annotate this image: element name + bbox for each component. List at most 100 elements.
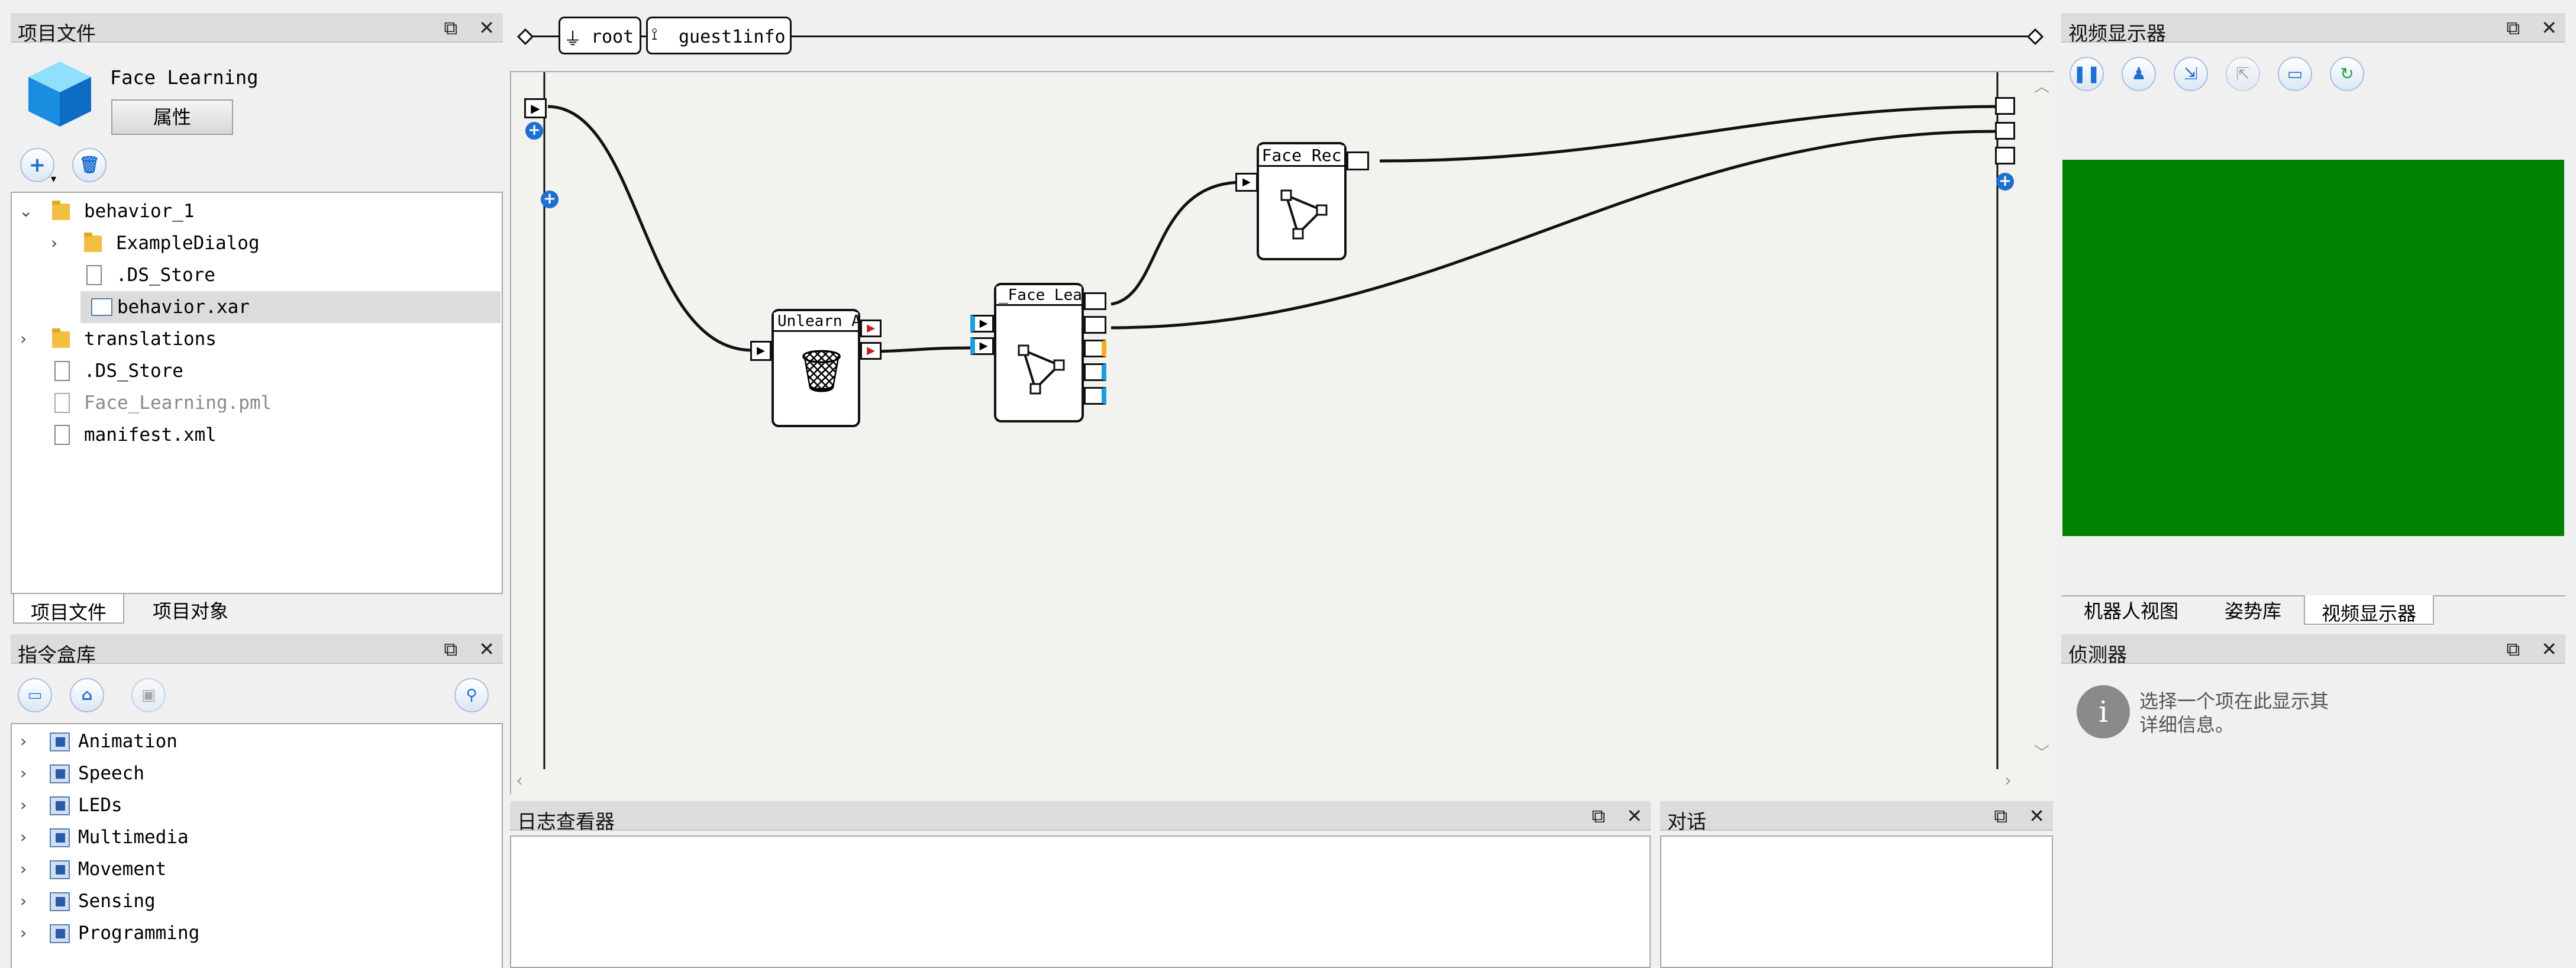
- canvas-output-port[interactable]: [1995, 147, 2015, 164]
- chevron-right-icon[interactable]: ›: [20, 731, 27, 751]
- pause-button[interactable]: ❚❚: [2070, 57, 2104, 91]
- library-item[interactable]: › Programming: [12, 917, 502, 949]
- add-input-icon[interactable]: +: [525, 122, 543, 140]
- box-output-port[interactable]: [1084, 292, 1106, 310]
- tab-project-files[interactable]: 项目文件: [13, 594, 125, 624]
- canvas-output-port[interactable]: [1995, 122, 2015, 140]
- chevron-right-icon[interactable]: ›: [20, 763, 27, 783]
- box-output-port[interactable]: ▶: [860, 342, 882, 360]
- chevron-right-icon[interactable]: ›: [20, 891, 27, 911]
- import-button[interactable]: ⇲: [2174, 57, 2208, 91]
- tab-pose-library[interactable]: 姿势库: [2225, 600, 2282, 622]
- new-library-button[interactable]: ▭: [18, 678, 52, 712]
- box-input-port[interactable]: ▶: [1235, 173, 1258, 192]
- chevron-up-icon[interactable]: ︿: [2034, 78, 2050, 96]
- breadcrumb-item-root[interactable]: ⏚ root: [559, 17, 641, 54]
- chevron-right-icon[interactable]: ›: [20, 329, 27, 349]
- flow-canvas[interactable]: ▶ + + + Unlearn All 1 🗑 ▶ ▶ ▶ _Face Lear…: [510, 71, 2055, 794]
- chevron-right-icon[interactable]: ›: [20, 795, 27, 815]
- library-icon: [50, 892, 70, 911]
- close-icon[interactable]: ✕: [2541, 638, 2557, 660]
- box-icon: ▣: [141, 686, 156, 704]
- add-button[interactable]: +: [20, 148, 54, 182]
- close-icon[interactable]: ✕: [2541, 17, 2557, 39]
- library-options-button[interactable]: ▣: [131, 678, 166, 712]
- breadcrumb-item-guest1info[interactable]: ⟟ guest1info: [646, 17, 792, 54]
- chevron-right-icon[interactable]: ›: [20, 827, 27, 847]
- float-icon[interactable]: ⧉: [2506, 17, 2520, 39]
- tree-item-label: manifest.xml: [84, 424, 217, 446]
- close-icon[interactable]: ✕: [479, 17, 495, 39]
- chevron-down-icon[interactable]: ﹀: [2034, 744, 2050, 762]
- library-item-label: Speech: [78, 763, 144, 784]
- library-item-label: Sensing: [78, 890, 156, 912]
- tab-video-monitor[interactable]: 视频显示器: [2304, 595, 2435, 625]
- open-library-button[interactable]: ⌂: [70, 678, 104, 712]
- tree-row[interactable]: .DS_Store: [12, 259, 502, 291]
- library-icon: [50, 733, 70, 751]
- export-button[interactable]: ⇱: [2226, 57, 2260, 91]
- inspector-hint-line1: 选择一个项在此显示其: [2139, 690, 2329, 712]
- box-output-port[interactable]: [1084, 316, 1106, 334]
- add-parameter-icon[interactable]: +: [541, 191, 559, 208]
- box-input-port[interactable]: ▶: [970, 337, 994, 355]
- library-search-button[interactable]: ⚲: [454, 678, 489, 712]
- float-icon[interactable]: ⧉: [1592, 805, 1606, 827]
- horizontal-scrollbar[interactable]: ‹ ›: [511, 769, 2055, 794]
- add-output-icon[interactable]: +: [1996, 173, 2014, 191]
- tree-row[interactable]: Face_Learning.pml: [12, 387, 502, 419]
- delete-button[interactable]: 🗑: [72, 148, 106, 182]
- box-face-learning[interactable]: _Face Learnin: [994, 283, 1084, 422]
- properties-button[interactable]: 属性: [111, 99, 233, 135]
- breadcrumb-label: guest1info: [679, 27, 786, 47]
- close-icon[interactable]: ✕: [479, 638, 495, 660]
- library-panel-title: 指令盒库: [18, 643, 96, 666]
- dialog-panel-title: 对话: [1667, 810, 1706, 833]
- face-learn-button[interactable]: ♟: [2122, 57, 2156, 91]
- library-item[interactable]: › LEDs: [12, 789, 502, 821]
- refresh-button[interactable]: ↻: [2330, 57, 2364, 91]
- tree-row[interactable]: › ExampleDialog: [12, 227, 502, 259]
- search-icon: ⚲: [466, 686, 477, 704]
- tree-row[interactable]: manifest.xml: [12, 419, 502, 451]
- close-icon[interactable]: ✕: [2029, 805, 2045, 827]
- float-icon[interactable]: ⧉: [444, 638, 458, 660]
- library-item[interactable]: › Movement: [12, 853, 502, 885]
- canvas-input-port[interactable]: ▶: [524, 98, 547, 118]
- library-item[interactable]: › Multimedia: [12, 821, 502, 853]
- box-input-port[interactable]: ▶: [750, 341, 771, 361]
- box-output-port[interactable]: [1084, 340, 1106, 357]
- float-icon[interactable]: ⧉: [1994, 805, 2008, 827]
- tree-row-selected[interactable]: behavior.xar: [80, 291, 501, 323]
- box-output-port[interactable]: [1084, 387, 1106, 405]
- tab-project-objects[interactable]: 项目对象: [153, 600, 229, 622]
- canvas-output-port[interactable]: [1995, 97, 2015, 115]
- chevron-right-icon[interactable]: ›: [51, 233, 58, 253]
- box-output-port[interactable]: [1084, 363, 1106, 381]
- export-icon: ⇱: [2236, 64, 2250, 83]
- close-icon[interactable]: ✕: [1626, 805, 1642, 827]
- tree-row[interactable]: › translations: [12, 323, 502, 355]
- library-item[interactable]: › Sensing: [12, 885, 502, 917]
- chevron-down-icon[interactable]: ⌄: [19, 201, 33, 221]
- tree-item-label: .DS_Store: [116, 264, 215, 286]
- tab-robot-view[interactable]: 机器人视图: [2084, 600, 2179, 622]
- float-icon[interactable]: ⧉: [444, 17, 458, 39]
- chevron-right-icon[interactable]: ›: [2004, 770, 2012, 791]
- tree-row[interactable]: .DS_Store: [12, 355, 502, 387]
- box-output-port[interactable]: ▶: [860, 320, 882, 337]
- box-input-port[interactable]: ▶: [970, 315, 994, 333]
- chevron-right-icon[interactable]: ›: [20, 859, 27, 879]
- add-dropdown-icon[interactable]: ▾: [51, 173, 57, 185]
- window-button[interactable]: ▭: [2278, 57, 2312, 91]
- vertical-scrollbar[interactable]: ︿ ﹀: [2027, 72, 2054, 769]
- library-item[interactable]: › Speech: [12, 757, 502, 789]
- chevron-left-icon[interactable]: ‹: [516, 770, 523, 791]
- tree-row[interactable]: ⌄ behavior_1: [12, 195, 502, 227]
- box-unlearn-all[interactable]: Unlearn All 1 🗑: [771, 309, 860, 427]
- chevron-right-icon[interactable]: ›: [20, 923, 27, 943]
- library-item[interactable]: › Animation: [12, 725, 502, 757]
- box-face-rec[interactable]: Face Rec: [1257, 142, 1347, 260]
- float-icon[interactable]: ⧉: [2506, 638, 2520, 660]
- box-output-port[interactable]: [1347, 151, 1369, 170]
